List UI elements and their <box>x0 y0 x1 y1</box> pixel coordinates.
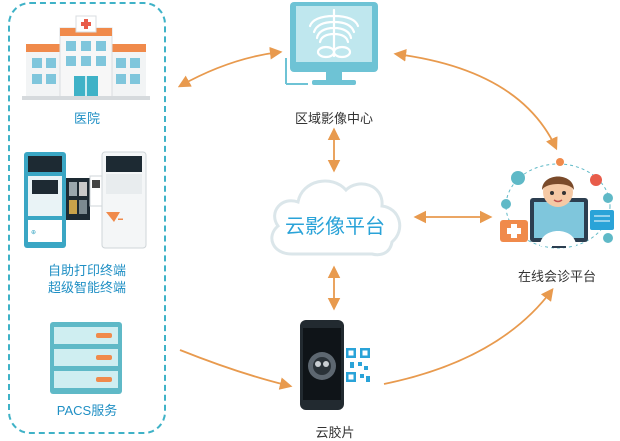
imaging-monitor-icon <box>285 2 378 85</box>
cloud-film-phone-icon <box>300 320 370 410</box>
doctor-consultation-icon <box>500 158 614 249</box>
cloud-film-label: 云胶片 <box>315 425 355 440</box>
arrow-pacs-to-cloud-film <box>179 349 293 390</box>
arrow-imaging-to-consultation <box>393 49 558 151</box>
cloud-platform-label: 云影像平台 <box>285 214 385 238</box>
pacs-server-icon <box>50 322 122 394</box>
consultation-label: 在线会诊平台 <box>517 269 596 284</box>
arrow-cloud-film-to-consultation <box>383 287 554 385</box>
kiosk-label-line2: 超级智能终端 <box>47 280 126 295</box>
pacs-label: PACS服务 <box>56 403 118 418</box>
arrow-hospital-to-imaging-center <box>177 46 283 88</box>
svg-text:⊕: ⊕ <box>31 230 36 236</box>
svg-text:▬: ▬ <box>118 216 123 222</box>
hospital-icon <box>22 15 150 100</box>
source-group-panel <box>8 2 166 434</box>
hospital-label: 医院 <box>73 111 100 126</box>
kiosk-label-line1: 自助打印终端 <box>47 263 126 278</box>
imaging-center-label: 区域影像中心 <box>294 111 373 126</box>
cloud-icon <box>270 179 402 257</box>
kiosk-terminals-icon: ⊕ ▬ <box>24 151 147 249</box>
